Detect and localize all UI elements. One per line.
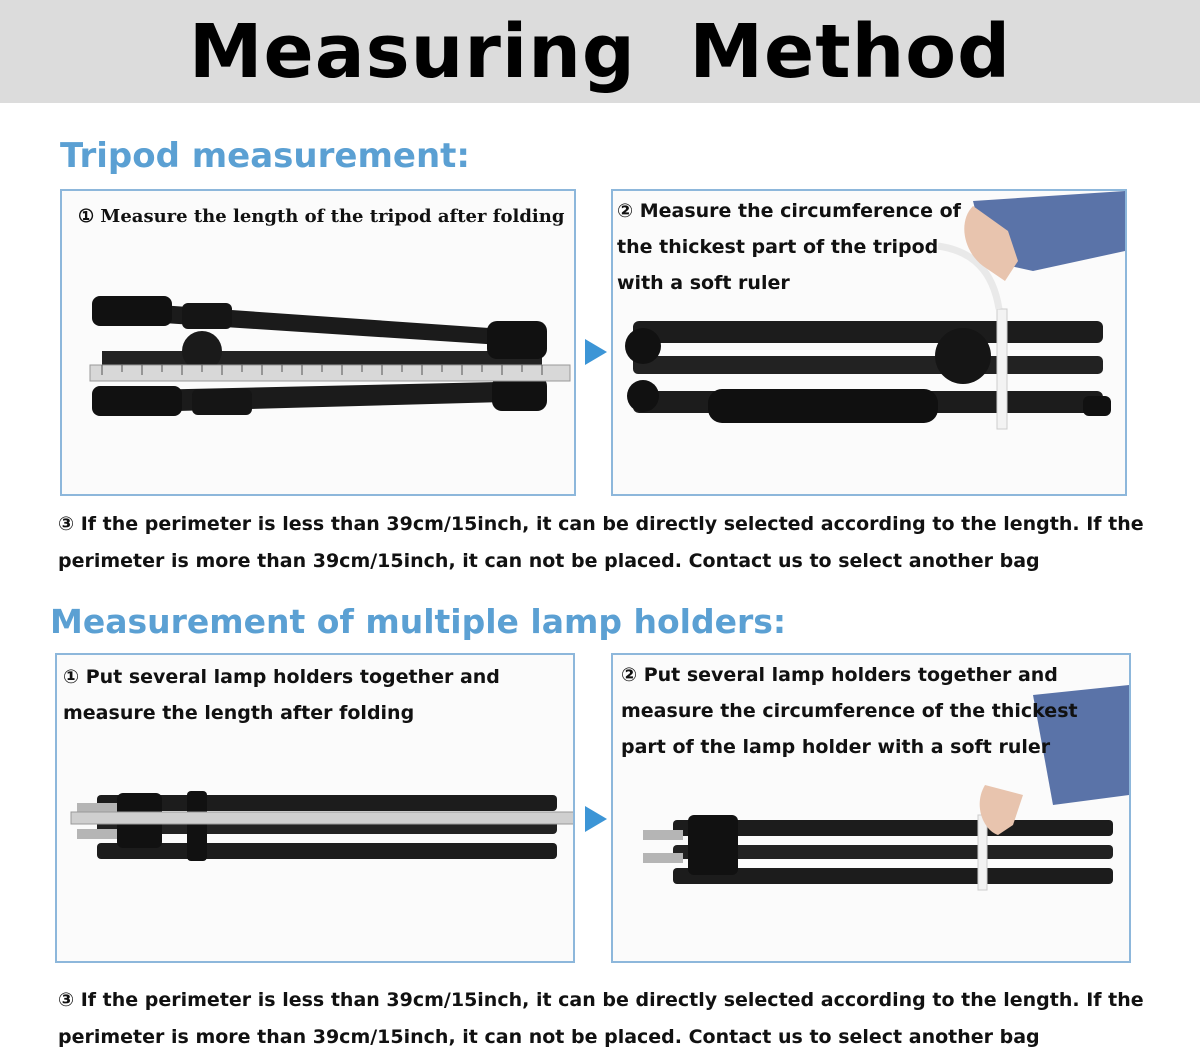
lamp-step2-line3: part of the lamp holder with a soft rule… xyxy=(621,736,1051,758)
tripod-step2-line3: with a soft ruler xyxy=(617,272,790,294)
lamp-step3-line1: ③ If the perimeter is less than 39cm/15i… xyxy=(58,989,1144,1011)
lamp-holders-soft-ruler-image xyxy=(643,685,1129,891)
lamp-step2-line1: ② Put several lamp holders together and xyxy=(621,664,1058,686)
tripod-step3-line2: perimeter is more than 39cm/15inch, it c… xyxy=(58,550,1040,572)
lamp-step3-line2: perimeter is more than 39cm/15inch, it c… xyxy=(58,1026,1040,1048)
tripod-length-panel: ① Measure the length of the tripod after… xyxy=(60,189,576,496)
title-banner: Measuring Method xyxy=(0,0,1200,103)
tripod-soft-ruler-image xyxy=(625,191,1125,430)
tripod-step2-line2: the thickest part of the tripod xyxy=(617,236,939,258)
lamp-step2-line2: measure the circumference of the thickes… xyxy=(621,700,1078,722)
tripod-section-heading: Tripod measurement: xyxy=(60,136,470,176)
tripod-step2-caption: ② Measure the circumference of the thick… xyxy=(617,193,961,301)
lamp-circumference-panel: ② Put several lamp holders together and … xyxy=(611,653,1131,963)
folded-tripod-with-ruler-image xyxy=(89,296,571,416)
tripod-circumference-panel: ② Measure the circumference of the thick… xyxy=(611,189,1127,496)
lamp-section-heading: Measurement of multiple lamp holders: xyxy=(50,602,787,641)
tripod-step3-note: ③ If the perimeter is less than 39cm/15i… xyxy=(58,506,1144,580)
lamp-step2-caption: ② Put several lamp holders together and … xyxy=(621,657,1078,765)
lamp-holders-with-ruler-image xyxy=(70,791,573,861)
lamp-step1-caption: ① Put several lamp holders together and … xyxy=(63,659,500,731)
tripod-step1-caption: ① Measure the length of the tripod after… xyxy=(78,206,565,227)
tripod-step2-line1: ② Measure the circumference of xyxy=(617,200,961,222)
lamp-step1-line1: ① Put several lamp holders together and xyxy=(63,666,500,688)
tripod-step3-line1: ③ If the perimeter is less than 39cm/15i… xyxy=(58,513,1144,535)
lamp-step3-note: ③ If the perimeter is less than 39cm/15i… xyxy=(58,982,1144,1056)
lamp-length-panel: ① Put several lamp holders together and … xyxy=(55,653,575,963)
arrow-right-icon xyxy=(585,806,607,832)
arrow-right-icon xyxy=(585,339,607,365)
lamp-step1-line2: measure the length after folding xyxy=(63,702,415,724)
page-title: Measuring Method xyxy=(188,8,1012,95)
